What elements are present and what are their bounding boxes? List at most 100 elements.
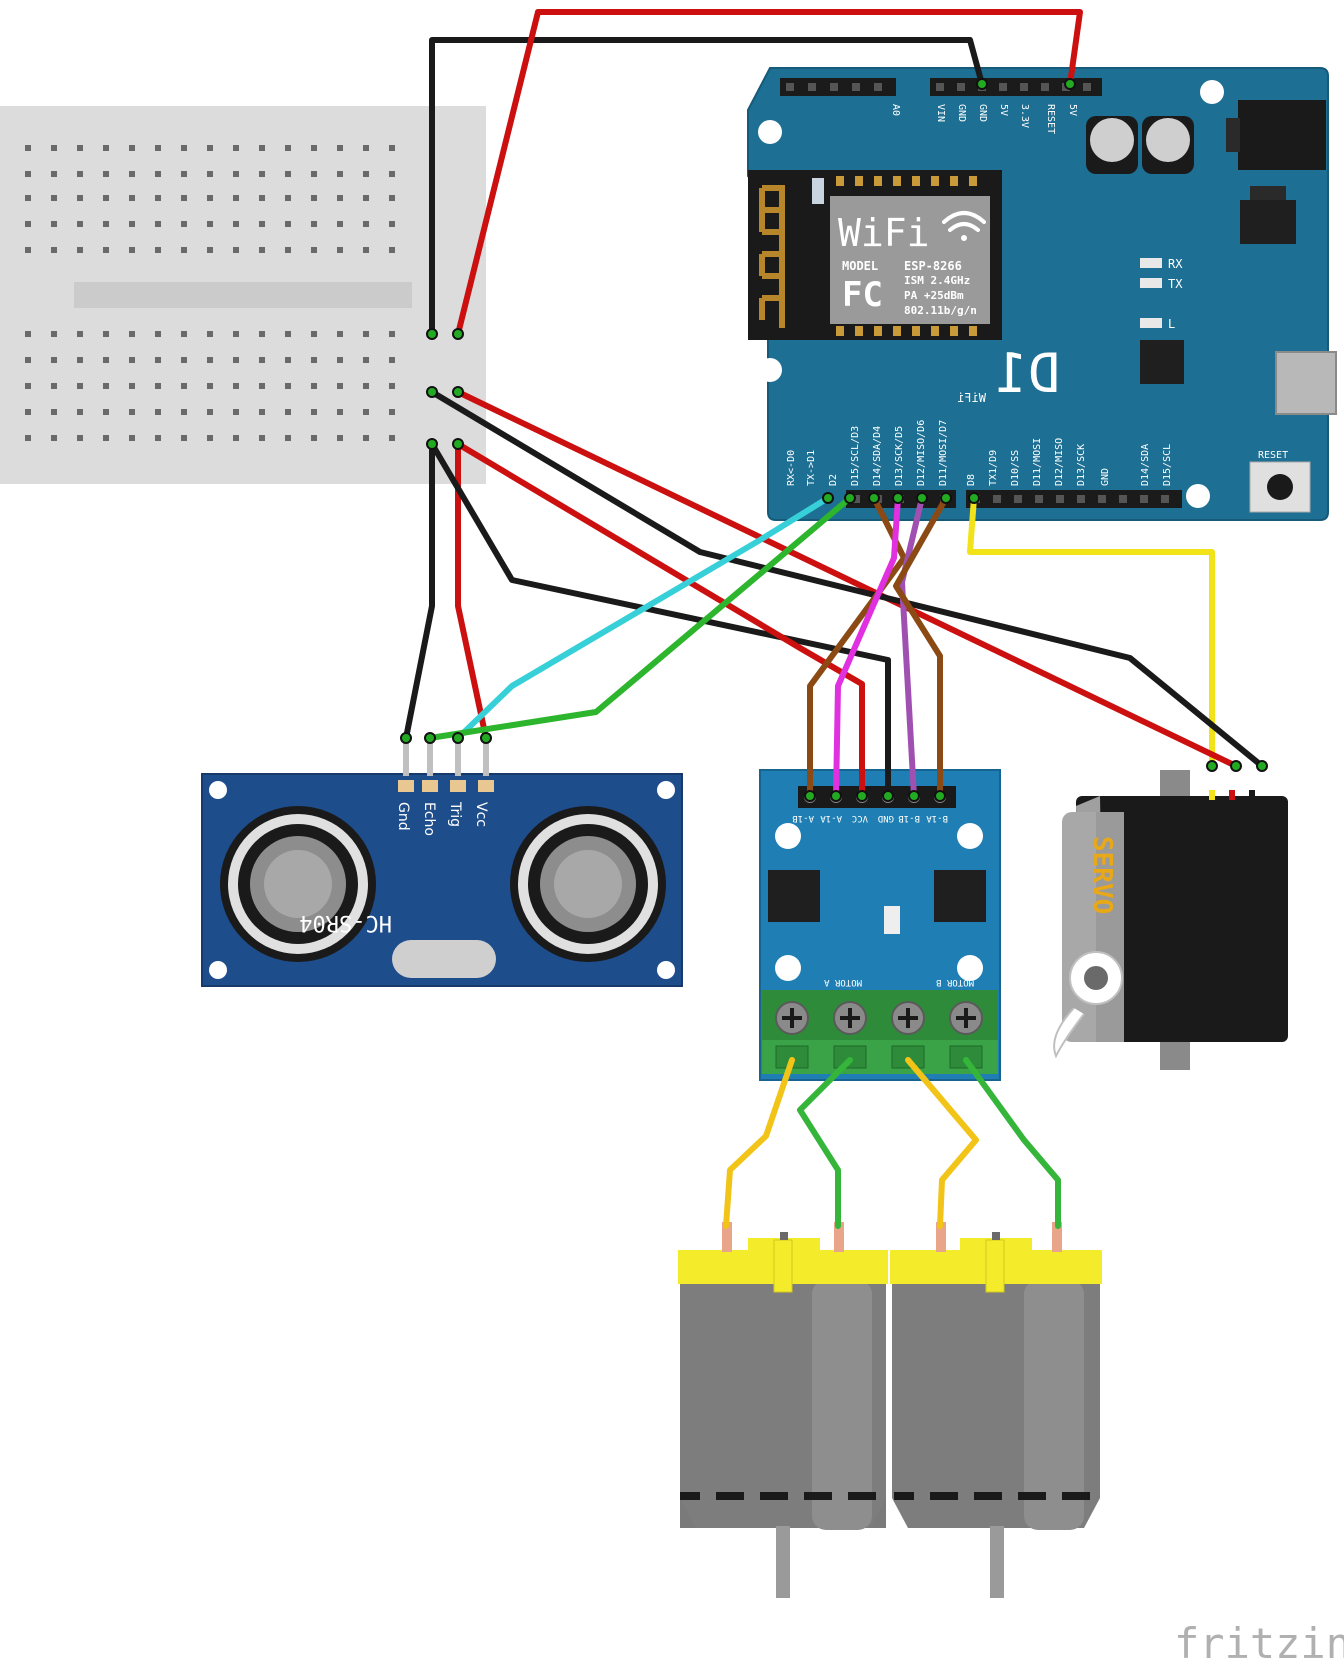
wire-endpoint — [1064, 78, 1076, 90]
bottom-pin-label: TX->D1 — [806, 450, 817, 486]
breadboard-hole — [389, 247, 395, 253]
breadboard-hole — [285, 409, 291, 415]
breadboard-hole — [129, 247, 135, 253]
breadboard-hole — [389, 331, 395, 337]
bottom-pin-label: D12/MISO/D6 — [916, 420, 927, 486]
breadboard-hole — [51, 409, 57, 415]
breadboard-hole — [311, 145, 317, 151]
esp-pad — [950, 326, 958, 336]
wire-endpoint — [426, 328, 438, 340]
reset-button[interactable] — [1249, 461, 1311, 513]
voltage-regulator — [1240, 200, 1296, 244]
pin-label-reset: RESET — [1045, 104, 1056, 134]
breadboard-hole — [25, 409, 31, 415]
breadboard-center-channel — [74, 282, 412, 308]
breadboard-hole — [77, 331, 83, 337]
hc-pad — [478, 780, 494, 792]
rx-led — [1140, 258, 1162, 268]
hc-sr04-sensor: HC-SR04 Gnd Echo Trig Vcc — [201, 742, 683, 987]
wires — [403, 9, 1265, 1229]
esp-pad — [836, 326, 844, 336]
breadboard-hole — [155, 247, 161, 253]
wire-endpoint — [908, 790, 920, 802]
breadboard-hole — [51, 221, 57, 227]
header-pin — [1020, 83, 1028, 91]
breadboard-hole — [25, 331, 31, 337]
breadboard-hole — [285, 435, 291, 441]
driver-pin-label: VCC — [852, 813, 868, 823]
driver-pin-header — [798, 786, 956, 808]
spec-ism: ISM 2.4GHz — [904, 274, 970, 287]
breadboard-hole — [155, 171, 161, 177]
breadboard-hole — [181, 357, 187, 363]
breadboard-hole — [363, 357, 369, 363]
breadboard-hole — [155, 435, 161, 441]
esp-pad — [912, 326, 920, 336]
esp-pad — [855, 326, 863, 336]
mount-hole — [1200, 80, 1224, 104]
breadboard-hole — [103, 435, 109, 441]
bottom-pin-label: D12/MISO — [1054, 438, 1065, 486]
breadboard-hole — [25, 171, 31, 177]
breadboard-hole — [363, 221, 369, 227]
board-sublogo: WiFi — [957, 391, 986, 405]
hc-pad — [398, 780, 414, 792]
l-label: L — [1168, 317, 1175, 331]
capacitor — [1086, 116, 1194, 174]
breadboard-hole — [207, 409, 213, 415]
breadboard-hole — [155, 195, 161, 201]
esp-castellated-pads — [836, 176, 977, 336]
breadboard-hole — [25, 247, 31, 253]
bottom-pin-label: RX<-D0 — [786, 450, 797, 486]
wire-a1b — [807, 495, 907, 799]
esp-pad — [874, 176, 882, 186]
breadboard-hole — [363, 171, 369, 177]
breadboard-hole — [311, 435, 317, 441]
hc-pad — [422, 780, 438, 792]
wire-endpoint — [934, 790, 946, 802]
header-pin — [1035, 495, 1043, 503]
bottom-pin-label: D11/MOSI/D7 — [938, 420, 949, 486]
esp-pad — [969, 326, 977, 336]
terminal-block-b — [880, 990, 998, 1074]
breadboard-hole — [233, 383, 239, 389]
wire-endpoint — [856, 790, 868, 802]
wire-endpoint — [1230, 760, 1242, 772]
breadboard-hole — [337, 247, 343, 253]
esp-pad — [855, 176, 863, 186]
header-pin — [1014, 495, 1022, 503]
driver-ic-a — [768, 870, 820, 922]
breadboard-hole — [51, 247, 57, 253]
breadboard-hole — [129, 171, 135, 177]
breadboard-hole — [77, 195, 83, 201]
breadboard-hole — [103, 195, 109, 201]
breadboard-hole — [337, 383, 343, 389]
board-logo: D1 — [995, 342, 1060, 405]
breadboard-hole — [337, 221, 343, 227]
breadboard-hole — [155, 145, 161, 151]
breadboard — [0, 106, 486, 484]
driver-pin-label: A-1B — [792, 813, 814, 823]
breadboard-hole — [389, 435, 395, 441]
wire-endpoint — [452, 438, 464, 450]
esp8266-module: WiFi MODEL ESP-8266 FC ISM 2.4GHz PA +25… — [748, 170, 1002, 340]
wire-servo-vcc — [455, 389, 1239, 769]
hc-pin-vcc: Vcc — [473, 802, 489, 827]
bottom-pin-label: D10/SS — [1010, 450, 1021, 486]
breadboard-hole — [129, 221, 135, 227]
bottom-pin-label: D14/SDA/D4 — [872, 426, 883, 486]
breadboard-hole — [103, 383, 109, 389]
breadboard-hole — [285, 383, 291, 389]
header-pin — [1077, 495, 1085, 503]
mount-hole — [758, 358, 782, 382]
bottom-pin-label: TX1/D9 — [988, 450, 999, 486]
esp-pad — [931, 326, 939, 336]
header-pin — [808, 83, 816, 91]
d1-board: A0 VIN GND GND 5V 3.3V RESET 5V WiFi — [747, 67, 1337, 521]
header-pin — [1056, 495, 1064, 503]
wire-endpoint — [426, 438, 438, 450]
driver-pin-label: B-1A — [926, 813, 948, 823]
breadboard-hole — [389, 221, 395, 227]
breadboard-hole — [311, 247, 317, 253]
breadboard-hole — [129, 145, 135, 151]
